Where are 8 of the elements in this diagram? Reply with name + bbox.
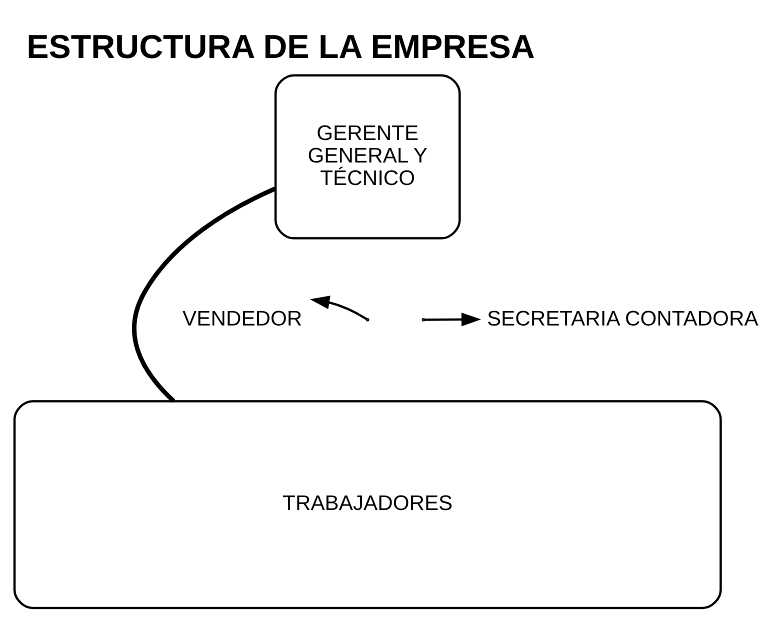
node-box: TRABAJADORES (13, 400, 722, 610)
arrow (310, 296, 368, 320)
node-text: SECRETARIA CONTADORA (486, 307, 758, 330)
connector (132, 186, 276, 403)
node-box: GERENTE GENERAL Y TÉCNICO (274, 74, 461, 240)
arrow (424, 312, 482, 326)
node-text: VENDEDOR (182, 307, 302, 330)
diagram-title: ESTRUCTURA DE LA EMPRESA (26, 29, 535, 66)
